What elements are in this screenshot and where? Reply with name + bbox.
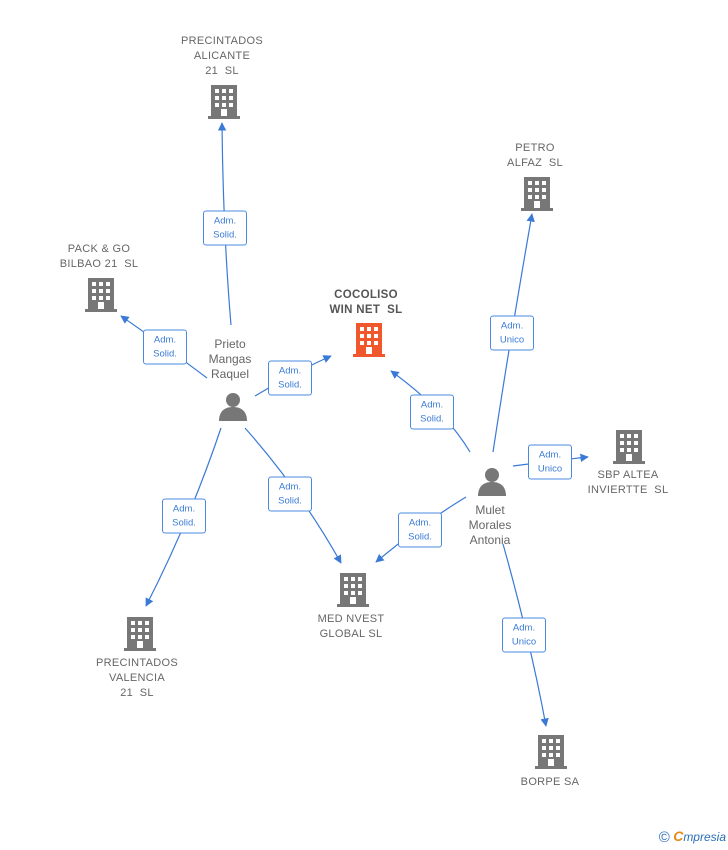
role-badge-line1: Adm. [408,517,432,529]
role-badge-line2: Solid. [408,531,432,543]
role-badge-prieto-mednvest[interactable]: Adm. Solid. [268,476,312,512]
role-badge-line2: Unico [537,463,563,475]
company-label-cocoliso[interactable]: COCOLISO WIN NET SL [329,289,403,316]
company-label-sbp[interactable]: SBP ALTEA INVIERTTE SL [587,469,669,496]
building-icon[interactable] [208,85,240,119]
role-badge-mulet-mednvest[interactable]: Adm. Solid. [398,512,442,548]
role-badge-line2: Solid. [213,229,237,241]
person-icon[interactable] [219,393,247,421]
company-label-mednvest[interactable]: MED NVEST GLOBAL SL [317,613,385,640]
role-badge-line2: Solid. [278,495,302,507]
building-icon[interactable] [124,617,156,651]
building-icon[interactable] [535,735,567,769]
role-badge-line1: Adm. [213,215,237,227]
role-badge-line1: Adm. [500,320,524,332]
building-icon[interactable] [613,430,645,464]
role-badge-line1: Adm. [172,503,196,515]
company-label-borpe[interactable]: BORPE SA [520,776,580,788]
role-badge-mulet-borpe[interactable]: Adm. Unico [502,617,546,653]
role-badge-prieto-packgo[interactable]: Adm. Solid. [143,329,187,365]
company-label-valencia[interactable]: PRECINTADOS VALENCIA 21 SL [96,657,178,699]
building-icon[interactable] [85,278,117,312]
person-label-prieto[interactable]: Prieto Mangas Raquel [208,337,252,381]
person-label-mulet[interactable]: Mulet Morales Antonia [468,503,512,547]
role-badge-line2: Unico [511,636,537,648]
brand-initial: C [673,828,684,844]
role-badge-prieto-alicante[interactable]: Adm. Solid. [203,210,247,246]
role-badge-line1: Adm. [512,622,536,634]
building-icon[interactable] [337,573,369,607]
role-badge-line2: Solid. [278,379,302,391]
company-label-alicante[interactable]: PRECINTADOS ALICANTE 21 SL [181,35,263,77]
role-badge-line2: Solid. [420,413,444,425]
building-icon[interactable] [521,177,553,211]
role-badge-line1: Adm. [538,449,562,461]
role-badge-prieto-valencia[interactable]: Adm. Solid. [162,498,206,534]
role-badge-line2: Solid. [153,348,177,360]
company-label-petro[interactable]: PETRO ALFAZ SL [507,142,563,169]
role-badge-line2: Unico [499,334,525,346]
building-icon[interactable] [353,323,385,357]
person-icon[interactable] [478,468,506,496]
role-badge-prieto-cocoliso[interactable]: Adm. Solid. [268,360,312,396]
role-badge-mulet-cocoliso[interactable]: Adm. Solid. [410,394,454,430]
role-badge-mulet-sbp[interactable]: Adm. Unico [528,444,572,480]
role-badge-mulet-petro[interactable]: Adm. Unico [490,315,534,351]
brand-name: mpresia [683,830,726,844]
role-badge-line1: Adm. [278,481,302,493]
empresia-watermark[interactable]: © Cmpresia [659,828,726,846]
role-badge-line1: Adm. [420,399,444,411]
company-label-packgo[interactable]: PACK & GO BILBAO 21 SL [59,243,139,270]
role-badge-line1: Adm. [278,365,302,377]
role-badge-line1: Adm. [153,334,177,346]
role-badge-line2: Solid. [172,517,196,529]
copyright-symbol: © [658,829,670,846]
